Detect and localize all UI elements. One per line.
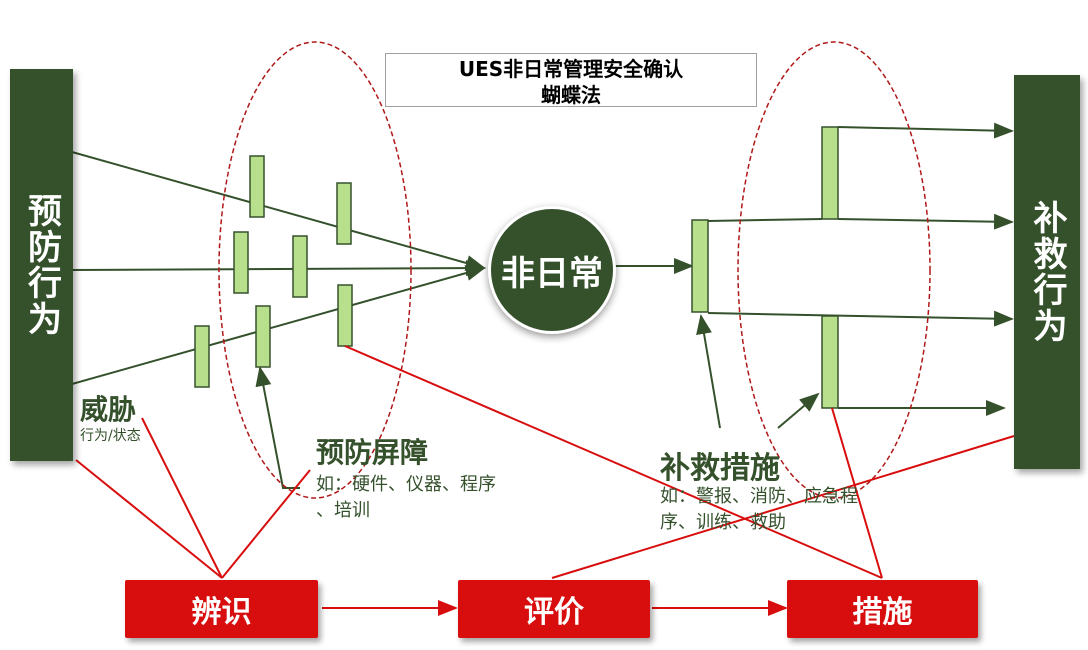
right-bar-remedial-behavior: 补救行为 [1014,75,1080,469]
remedy-pointer-arrow-1 [696,314,721,429]
consequence-line-1b [837,213,1014,230]
title-box: UES非日常管理安全确认 蝴蝶法 [385,53,757,107]
threat-line-top [71,151,486,271]
red-line [141,417,223,579]
prevention-barrier [255,305,271,368]
prevention-pointer-arrow [255,366,300,489]
prevention-desc-line1: 如：硬件、仪器、程序 [316,474,496,495]
threat-line-bottom [71,265,486,385]
red-line [221,469,311,579]
threat-line-middle [71,260,486,277]
remedy-pointer-arrow-2 [777,392,820,429]
measures-button[interactable]: 措施 [787,580,978,638]
identify-label: 辨识 [191,595,252,630]
prevention-barrier [194,325,210,388]
threat-title: 威胁 [80,393,137,426]
center-label: 非日常 [501,253,603,294]
remedy-title: 补救措施 [660,451,780,486]
prevention-title: 预防屏障 [316,436,429,469]
prevention-barrier [249,155,265,218]
title-line-2: 蝴蝶法 [541,83,601,107]
remedy-barrier [691,219,709,313]
remedy-desc-line2: 序、训练、救助 [660,512,786,533]
consequence-line-1a [837,122,1014,139]
remedy-barrier [821,126,839,220]
threat-subtitle: 行为/状态 [80,428,141,444]
prevention-barrier [337,284,353,347]
evaluate-label: 评价 [524,595,584,630]
red-line [831,407,883,579]
red-line [344,345,883,579]
left-bar-label: 预防行为 [21,193,62,337]
prevention-barrier [292,235,308,298]
prevention-dashed-oval [218,41,412,499]
title-line-1: UES非日常管理安全确认 [458,57,684,81]
evaluate-button[interactable]: 评价 [458,580,650,638]
remedy-desc-line1: 如：警报、消防、应急程 [660,486,858,507]
prevention-barrier [336,182,352,245]
red-line [75,459,223,579]
consequence-line-2 [707,310,1014,327]
left-bar-preventive-behavior: 预防行为 [10,69,73,461]
consequence-line-1 [707,218,823,222]
prevention-desc-line2: 、培训 [316,500,370,521]
prevention-barrier [233,231,249,294]
remedy-dashed-oval [737,41,931,499]
remedy-barrier [821,315,839,409]
identify-button[interactable]: 辨识 [125,580,318,638]
right-bar-label: 补救行为 [1027,200,1067,344]
red-line [551,435,1015,579]
center-event-circle: 非日常 [488,206,616,334]
measures-label: 措施 [852,595,913,630]
